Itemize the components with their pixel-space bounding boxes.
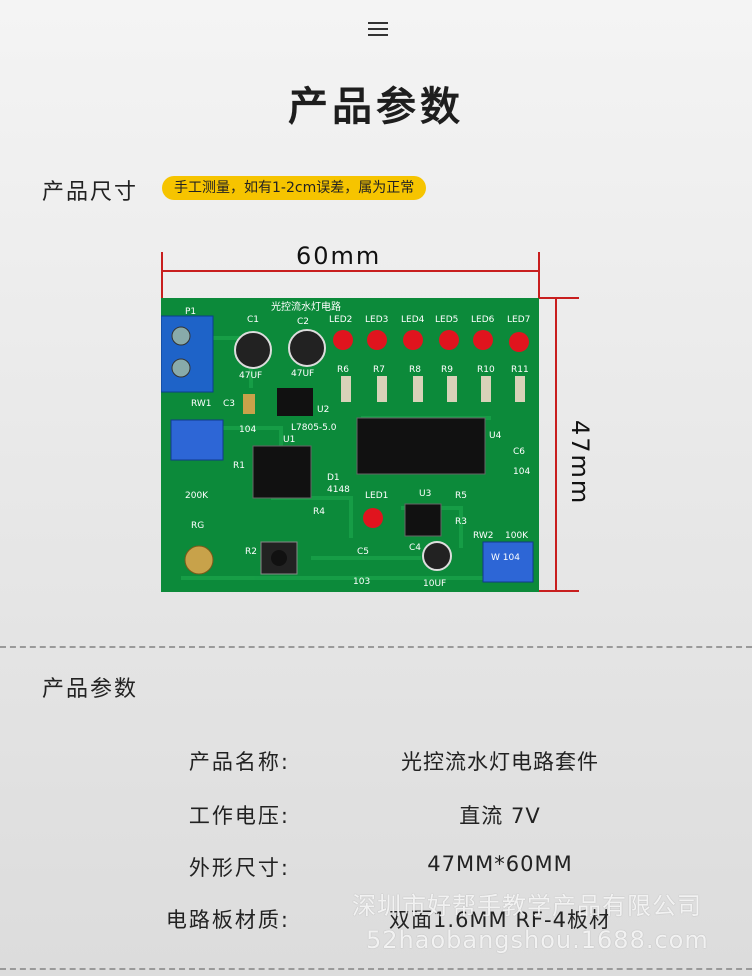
- capacitor-c2: [288, 329, 326, 367]
- svg-text:103: 103: [353, 577, 370, 587]
- spec-label-size: 外形尺寸:: [188, 856, 290, 880]
- measurement-note-badge: 手工测量，如有1-2cm误差，属为正常: [162, 176, 427, 200]
- watermark-site: 52haobangshou.1688.com: [366, 926, 709, 954]
- height-dimension-label: 47mm: [566, 420, 594, 506]
- svg-text:LED7: LED7: [507, 315, 530, 325]
- menu-icon[interactable]: [368, 22, 388, 38]
- voltage-regulator: [277, 388, 313, 416]
- capacitor-c3: [243, 394, 255, 414]
- height-dimension-tick-top: [539, 297, 579, 299]
- section-label-dimensions: 产品尺寸: [42, 180, 139, 205]
- svg-text:L7805-5.0: L7805-5.0: [291, 423, 337, 433]
- resistor-row: [341, 376, 525, 402]
- svg-text:C1: C1: [247, 315, 259, 325]
- led-1: [363, 508, 383, 528]
- svg-text:C5: C5: [357, 547, 369, 557]
- terminal-block: [161, 315, 214, 393]
- svg-text:100K: 100K: [505, 531, 529, 541]
- svg-text:R1: R1: [233, 461, 245, 471]
- svg-text:C4: C4: [409, 543, 421, 553]
- potentiometer-rw1: [170, 419, 224, 461]
- ic-u4: [356, 417, 486, 475]
- svg-text:4148: 4148: [327, 485, 350, 495]
- svg-text:LED1: LED1: [365, 491, 388, 501]
- width-dimension-line: [161, 270, 539, 272]
- svg-text:LED2: LED2: [329, 315, 352, 325]
- svg-text:R11: R11: [511, 365, 529, 375]
- svg-text:R4: R4: [313, 507, 325, 517]
- height-dimension-line: [555, 298, 557, 592]
- width-dimension-label: 60mm: [296, 242, 382, 270]
- height-dimension-tick-bottom: [539, 590, 579, 592]
- svg-text:RW1: RW1: [191, 399, 212, 409]
- svg-text:W 104: W 104: [491, 553, 520, 563]
- svg-text:C2: C2: [297, 317, 309, 327]
- svg-text:U2: U2: [317, 405, 329, 415]
- spec-value-size: 47MM*60MM: [427, 852, 573, 876]
- page-title: 产品参数: [288, 84, 464, 130]
- svg-text:C3: C3: [223, 399, 235, 409]
- svg-text:10UF: 10UF: [423, 579, 446, 589]
- width-dimension-tick-right: [538, 252, 540, 298]
- svg-text:RW2: RW2: [473, 531, 494, 541]
- ic-u1: [252, 445, 312, 499]
- svg-text:R10: R10: [477, 365, 495, 375]
- section-divider: [0, 646, 752, 648]
- svg-text:47UF: 47UF: [291, 369, 314, 379]
- svg-text:U1: U1: [283, 435, 295, 445]
- svg-text:47UF: 47UF: [239, 371, 262, 381]
- svg-text:P1: P1: [185, 307, 196, 317]
- svg-text:104: 104: [513, 467, 530, 477]
- svg-text:R6: R6: [337, 365, 349, 375]
- led-row: [333, 330, 529, 352]
- potentiometer-rw2: [482, 541, 534, 583]
- bottom-divider: [0, 968, 752, 970]
- spec-label-voltage: 工作电压:: [188, 804, 290, 828]
- svg-text:R5: R5: [455, 491, 467, 501]
- ic-u3: [404, 503, 442, 537]
- svg-text:LED5: LED5: [435, 315, 458, 325]
- capacitor-c1: [234, 331, 272, 369]
- svg-text:R9: R9: [441, 365, 453, 375]
- svg-text:200K: 200K: [185, 491, 209, 501]
- spec-value-name: 光控流水灯电路套件: [401, 750, 599, 774]
- section-label-params: 产品参数: [42, 677, 139, 702]
- svg-text:LED3: LED3: [365, 315, 388, 325]
- svg-text:R3: R3: [455, 517, 467, 527]
- svg-text:R7: R7: [373, 365, 385, 375]
- svg-text:U3: U3: [419, 489, 431, 499]
- svg-text:RG: RG: [191, 521, 204, 531]
- watermark-company: 深圳市好帮手教学产品有限公司: [352, 892, 702, 920]
- capacitor-c4: [422, 541, 452, 571]
- push-button: [260, 541, 298, 575]
- svg-text:C6: C6: [513, 447, 525, 457]
- svg-text:LED4: LED4: [401, 315, 425, 325]
- svg-text:R8: R8: [409, 365, 421, 375]
- spec-value-material: 双面1.6MM RF-4板材: [389, 908, 611, 932]
- pcb-board-image: 光控流水灯电路 P1 RW1 200K C1 C2 47UF 47UF C3 1…: [161, 298, 539, 592]
- board-title: 光控流水灯电路: [271, 300, 341, 313]
- spec-label-name: 产品名称:: [188, 750, 290, 774]
- spec-label-material: 电路板材质:: [165, 908, 290, 932]
- svg-text:104: 104: [239, 425, 256, 435]
- photoresistor: [184, 545, 214, 575]
- spec-value-voltage: 直流 7V: [459, 804, 541, 828]
- svg-text:R2: R2: [245, 547, 257, 557]
- svg-text:LED6: LED6: [471, 315, 495, 325]
- svg-text:D1: D1: [327, 473, 340, 483]
- width-dimension-tick-left: [161, 252, 163, 298]
- svg-text:U4: U4: [489, 431, 502, 441]
